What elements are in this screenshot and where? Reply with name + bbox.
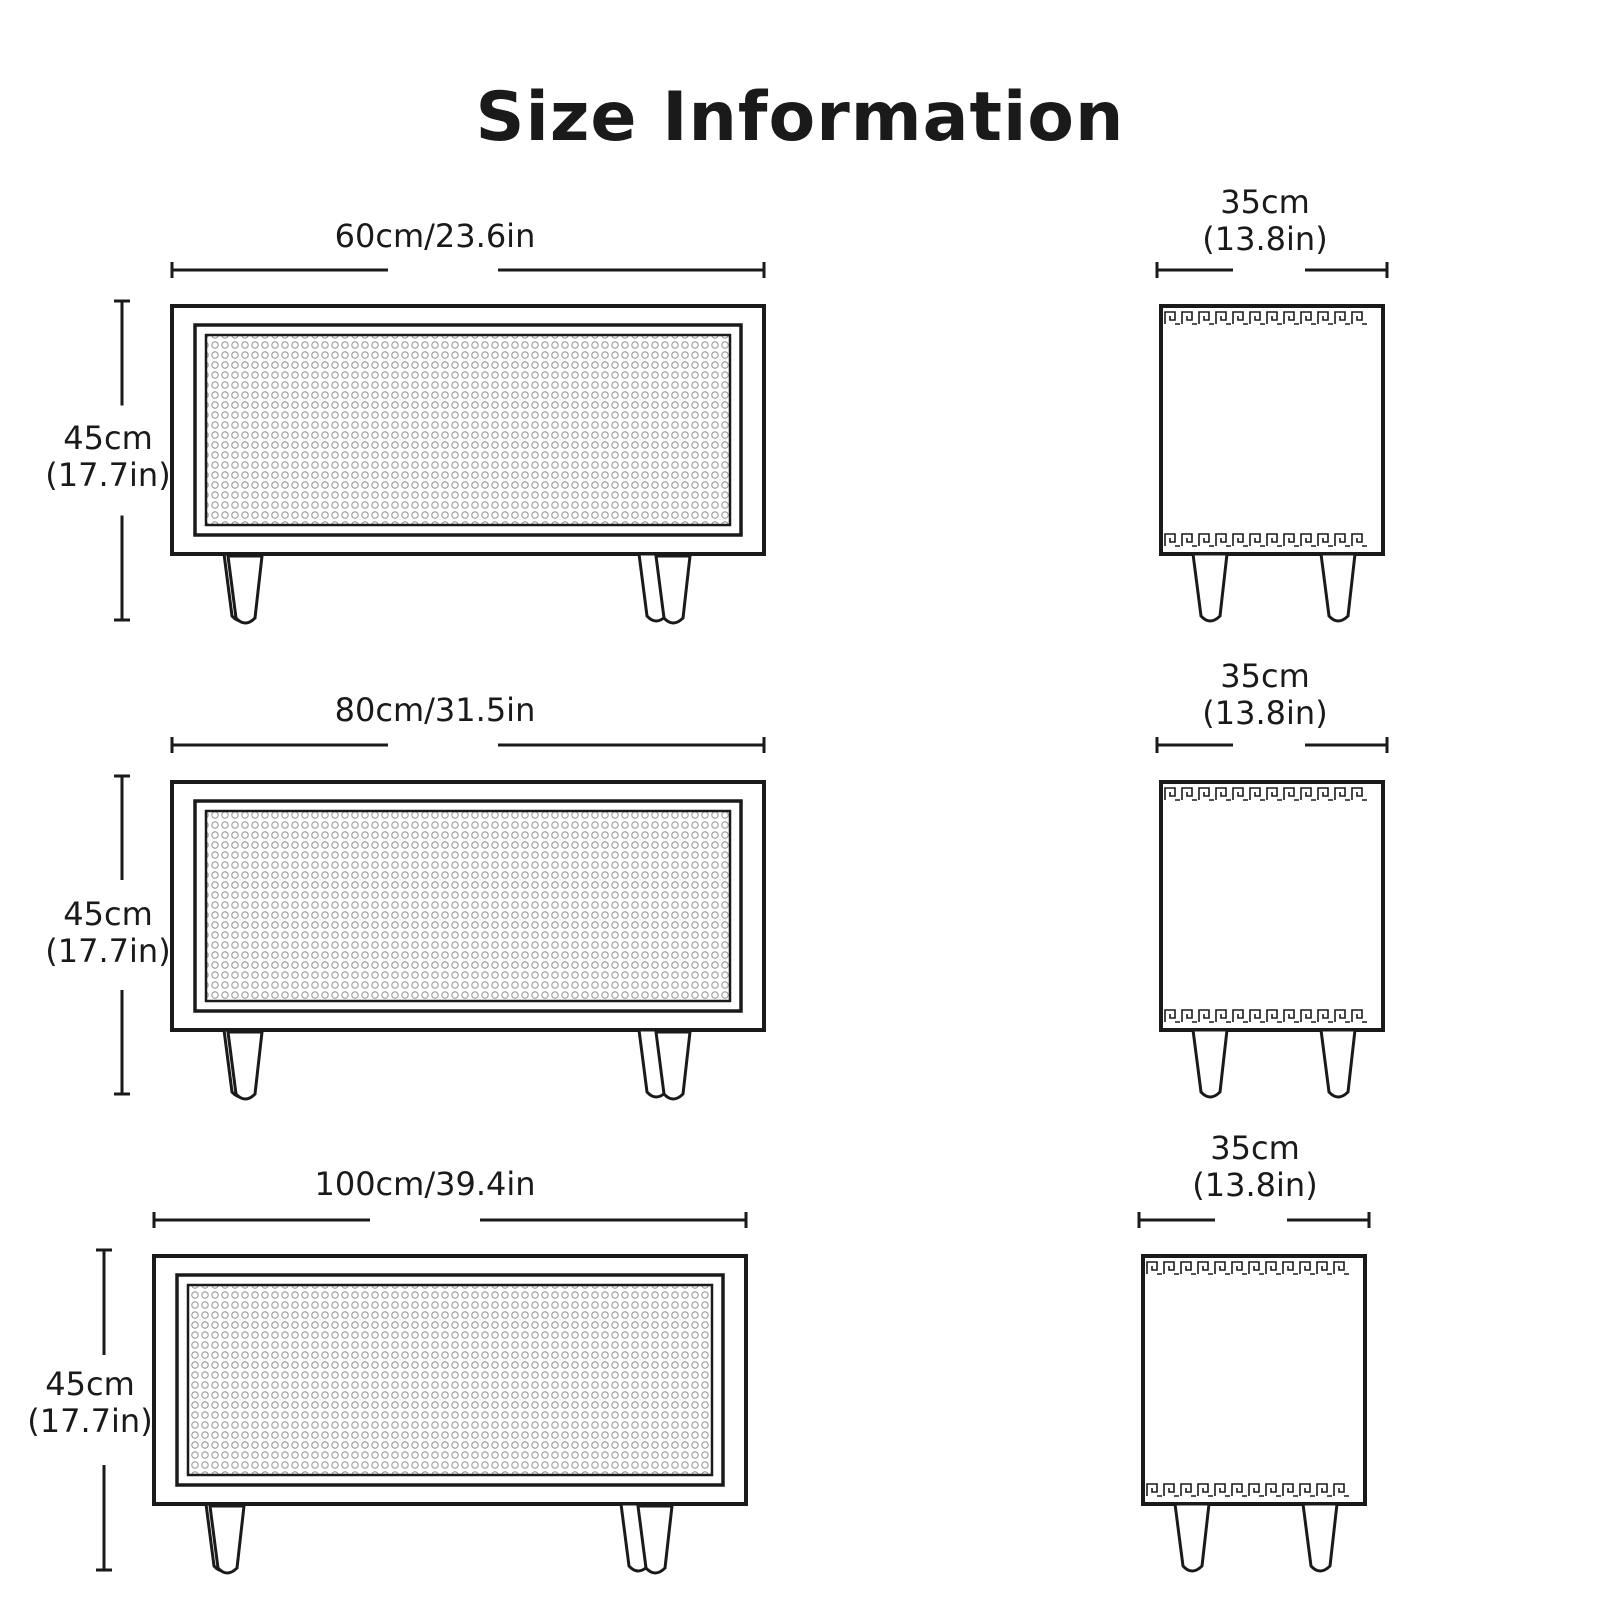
- door-frame-1: [193, 323, 743, 537]
- side-leg-right-1: [1319, 552, 1357, 623]
- variant-1: [114, 262, 1389, 625]
- depth-dimension-line-3: [1137, 1212, 1371, 1228]
- height-cm-3: 45cm: [45, 1365, 135, 1403]
- front-width-label-3: 100cm/39.4in: [314, 1165, 536, 1203]
- door-frame-2: [193, 799, 743, 1013]
- side-bottom-pattern-1: [1164, 533, 1367, 547]
- depth-dimension-line-2: [1155, 737, 1389, 753]
- height-dimension-line-1: [114, 299, 130, 622]
- depth-cm-3: 35cm: [1210, 1129, 1300, 1167]
- height-label-2: 45cm (17.7in): [38, 896, 178, 970]
- door-frame-3: [175, 1273, 725, 1487]
- height-label-3: 45cm (17.7in): [20, 1366, 160, 1440]
- height-in-1: (17.7in): [45, 456, 171, 494]
- depth-dimension-line-1: [1155, 262, 1389, 278]
- variant-3: [96, 1212, 1371, 1575]
- front-leg-left-3: [208, 1504, 246, 1575]
- height-label-1: 45cm (17.7in): [38, 420, 178, 494]
- depth-in-3: (13.8in): [1192, 1166, 1318, 1204]
- side-leg-right-3: [1301, 1502, 1339, 1573]
- side-bottom-pattern-2: [1164, 1009, 1367, 1023]
- rattan-panel-1: [204, 333, 732, 527]
- front-width-dimension-line-2: [170, 737, 766, 753]
- cabinet-side-view-3: [1141, 1254, 1367, 1506]
- cabinet-side-view-1: [1159, 304, 1385, 556]
- front-width-dimension-line-3: [152, 1212, 748, 1228]
- front-leg-right-1: [654, 554, 692, 625]
- height-dimension-line-3: [96, 1248, 112, 1572]
- front-leg-right-3: [636, 1504, 674, 1575]
- height-dimension-line-2: [114, 774, 130, 1096]
- front-leg-right-2: [654, 1030, 692, 1101]
- front-leg-left-1: [226, 554, 264, 625]
- depth-cm-1: 35cm: [1220, 183, 1310, 221]
- front-width-label-1: 60cm/23.6in: [334, 217, 536, 255]
- rattan-panel-3: [186, 1283, 714, 1477]
- depth-label-1: 35cm (13.8in): [1180, 184, 1350, 258]
- height-cm-2: 45cm: [63, 895, 153, 933]
- page-title: Size Information: [475, 78, 1125, 157]
- side-leg-left-3: [1173, 1502, 1211, 1573]
- side-top-pattern-2: [1164, 787, 1367, 801]
- height-in-3: (17.7in): [27, 1402, 153, 1440]
- height-in-2: (17.7in): [45, 932, 171, 970]
- cabinet-side-view-2: [1159, 780, 1385, 1032]
- side-bottom-pattern-3: [1146, 1483, 1349, 1497]
- depth-label-2: 35cm (13.8in): [1180, 658, 1350, 732]
- depth-in-1: (13.8in): [1202, 220, 1328, 258]
- front-width-label-2: 80cm/31.5in: [334, 691, 536, 729]
- depth-cm-2: 35cm: [1220, 657, 1310, 695]
- side-leg-left-1: [1191, 552, 1229, 623]
- side-leg-right-2: [1319, 1028, 1357, 1099]
- height-cm-1: 45cm: [63, 419, 153, 457]
- rattan-panel-2: [204, 809, 732, 1003]
- front-width-dimension-line-1: [170, 262, 766, 278]
- side-top-pattern-1: [1164, 311, 1367, 325]
- depth-label-3: 35cm (13.8in): [1170, 1130, 1340, 1204]
- side-leg-left-2: [1191, 1028, 1229, 1099]
- side-top-pattern-3: [1146, 1261, 1349, 1275]
- variant-2: [114, 737, 1389, 1101]
- front-leg-left-2: [226, 1030, 264, 1101]
- depth-in-2: (13.8in): [1202, 694, 1328, 732]
